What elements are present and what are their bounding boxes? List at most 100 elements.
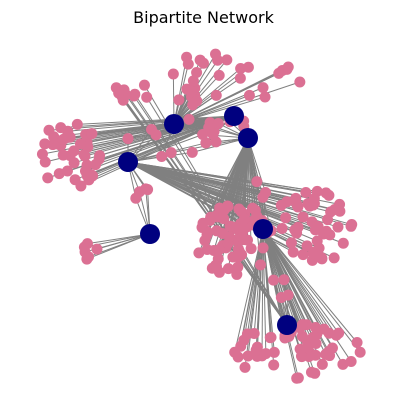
leaf-node: [79, 150, 91, 162]
edge: [86, 233, 151, 260]
edge: [173, 68, 241, 125]
leaf-node: [234, 72, 246, 84]
edge: [44, 115, 235, 145]
leaf-node: [69, 174, 81, 186]
leaf-node: [197, 57, 209, 69]
leaf-node: [201, 229, 213, 241]
leaf-node: [55, 122, 67, 134]
leaf-node: [213, 244, 225, 256]
leaf-node: [200, 137, 212, 149]
leaf-node: [294, 76, 306, 88]
leaf-node: [43, 124, 55, 136]
leaf-node: [71, 118, 83, 130]
edge: [127, 161, 315, 200]
leaf-node: [251, 176, 263, 188]
edge: [247, 137, 254, 209]
leaf-node: [193, 247, 205, 259]
leaf-node: [323, 327, 335, 339]
edge: [222, 137, 249, 211]
leaf-node: [81, 170, 93, 182]
leaf-node: [235, 340, 247, 352]
leaf-node: [201, 244, 213, 256]
leaf-node: [276, 222, 288, 234]
leaf-node: [259, 91, 271, 103]
leaf-node: [311, 235, 323, 247]
leaf-node: [217, 227, 229, 239]
leaf-node: [310, 337, 322, 349]
edge: [262, 228, 282, 298]
hub-node: [224, 106, 244, 126]
edge: [229, 137, 249, 227]
leaf-node: [257, 242, 269, 254]
leaf-node: [242, 350, 254, 362]
leaf-node: [213, 69, 225, 81]
leaf-node: [242, 61, 254, 73]
hub-node-layer: [118, 106, 297, 335]
edge: [262, 228, 330, 334]
leaf-node: [248, 327, 260, 339]
hub-node: [118, 152, 138, 172]
edge: [127, 161, 299, 228]
edge: [262, 228, 340, 334]
leaf-node: [273, 67, 285, 79]
edge: [227, 137, 249, 207]
edge: [262, 228, 337, 336]
leaf-node: [210, 261, 222, 273]
leaf-node: [42, 172, 54, 184]
leaf-node: [183, 113, 195, 125]
leaf-node: [346, 219, 358, 231]
leaf-node: [165, 147, 177, 159]
leaf-node: [280, 212, 292, 224]
leaf-node: [150, 129, 162, 141]
leaf-node: [320, 187, 332, 199]
leaf-node: [81, 253, 93, 265]
leaf-node: [232, 261, 244, 273]
leaf-node: [207, 129, 219, 141]
edge: [173, 57, 188, 125]
leaf-node: [86, 128, 98, 140]
leaf-node: [255, 259, 267, 271]
leaf-node: [173, 94, 185, 106]
leaf-node: [91, 243, 103, 255]
leaf-node: [337, 237, 349, 249]
leaf-node: [292, 221, 304, 233]
leaf-node: [243, 89, 255, 101]
leaf-node: [245, 243, 257, 255]
leaf-node: [316, 358, 328, 370]
leaf-node: [354, 346, 366, 358]
leaf-node: [191, 95, 203, 107]
leaf-node: [301, 240, 313, 252]
leaf-node: [300, 186, 312, 198]
leaf-node: [218, 213, 230, 225]
leaf-node: [351, 336, 363, 348]
leaf-node: [212, 118, 224, 130]
leaf-node: [222, 263, 234, 275]
leaf-node: [210, 48, 222, 60]
leaf-node: [297, 211, 309, 223]
edge: [219, 137, 249, 209]
leaf-node: [334, 205, 346, 217]
leaf-node: [257, 191, 269, 203]
leaf-node: [314, 251, 326, 263]
leaf-node: [167, 68, 179, 80]
leaf-node: [221, 54, 233, 66]
leaf-node: [141, 91, 153, 103]
leaf-node: [275, 199, 287, 211]
leaf-node: [268, 274, 280, 286]
leaf-node: [324, 350, 336, 362]
edge: [262, 228, 358, 343]
leaf-node: [295, 350, 307, 362]
hub-node: [164, 114, 184, 134]
leaf-node: [57, 134, 69, 146]
leaf-node: [247, 202, 259, 214]
leaf-node: [224, 220, 236, 232]
leaf-node: [222, 200, 234, 212]
leaf-node: [305, 366, 317, 378]
leaf-node: [264, 332, 276, 344]
leaf-node: [239, 213, 251, 225]
leaf-node: [322, 214, 334, 226]
chart-title: Bipartite Network: [133, 8, 274, 27]
leaf-node: [191, 66, 203, 78]
hub-node: [238, 128, 258, 148]
leaf-node: [186, 146, 198, 158]
